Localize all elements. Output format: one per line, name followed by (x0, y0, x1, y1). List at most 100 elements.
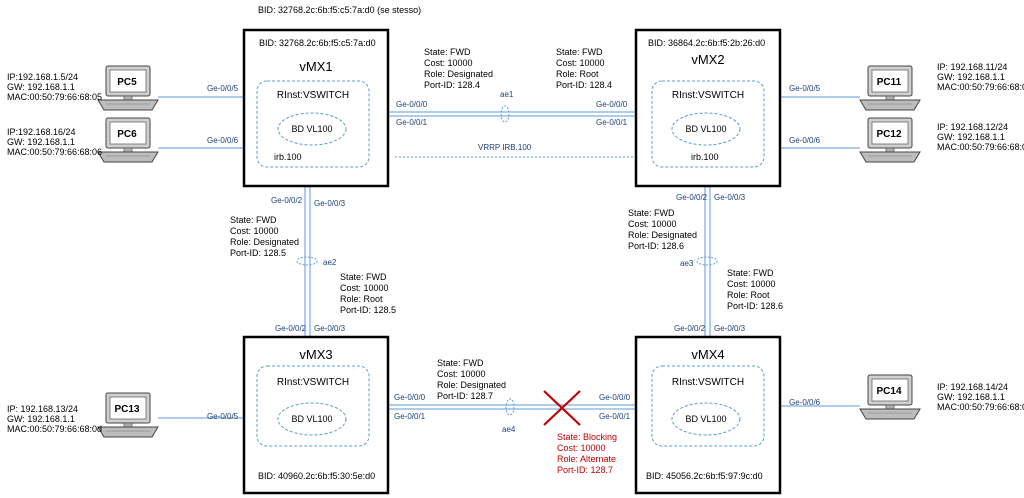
pc-name: PC5 (117, 77, 137, 88)
ae4-bundle (505, 398, 515, 416)
pc11: PC11 IP: 192.168.11/24 GW: 192.168.1.1 M… (859, 62, 1024, 111)
stp-line: Cost: 10000 (437, 369, 486, 379)
stp-line: State: FWD (230, 215, 277, 225)
stp-line: Port-ID: 128.4 (424, 80, 480, 90)
ae1-label: ae1 (500, 90, 514, 99)
port-label: Ge-0/0/3 (714, 193, 746, 202)
pc-name: PC12 (876, 129, 901, 140)
computer-icon (97, 392, 159, 438)
pc12: PC12 IP: 192.168.12/24 GW: 192.168.1.1 M… (859, 117, 1024, 163)
router-bid: BID: 32768.2c:6b:f5:c5:7a:d0 (259, 38, 376, 48)
pc-gw: GW: 192.168.1.1 (937, 392, 1005, 402)
blocked-port-icon (543, 390, 581, 426)
pc-ip: IP:192.168.16/24 (7, 127, 76, 137)
stp-line: State: FWD (556, 47, 603, 57)
port-label: Ge-0/0/5 (207, 84, 239, 93)
routing-instance-label: RInst:VSWITCH (672, 90, 744, 101)
router-vmx4: vMX4 RInst:VSWITCH BD VL100 BID: 45056.2… (634, 335, 782, 495)
irb-label: irb.100 (274, 152, 302, 162)
port-label: Ge-0/0/1 (396, 118, 428, 127)
pc5: PC5 IP:192.168.1.5/24 GW: 192.168.1.1 MA… (7, 65, 159, 111)
port-label: Ge-0/0/2 (271, 196, 303, 205)
computer-icon (97, 65, 159, 111)
pc-name: PC13 (114, 404, 139, 415)
stp-line: Cost: 10000 (340, 283, 389, 293)
port-label: Ge-0/0/6 (207, 136, 239, 145)
port-label: Ge-0/0/0 (596, 100, 628, 109)
port-label: Ge-0/0/5 (207, 412, 239, 421)
pc-ip: IP: 192.168.13/24 (7, 404, 78, 414)
stp-vmx2-ae3: State: FWD Cost: 10000 Role: Designated … (628, 208, 697, 251)
router-vmx1: BID: 32768.2c:6b:f5:c5:7a:d0 vMX1 RInst:… (242, 28, 390, 188)
pc-gw: GW: 192.168.1.1 (7, 414, 75, 424)
ae3-bundle (696, 256, 718, 266)
stp-line: Role: Root (727, 290, 770, 300)
bridge-domain-label: BD VL100 (291, 124, 332, 134)
port-label: Ge-0/0/0 (599, 393, 631, 402)
computer-icon (859, 117, 921, 163)
pc13: PC13 IP: 192.168.13/24 GW: 192.168.1.1 M… (7, 392, 159, 438)
port-label: Ge-0/0/1 (599, 412, 631, 421)
stp-line: Role: Designated (628, 230, 697, 240)
stp-vmx1-ae1: State: FWD Cost: 10000 Role: Designated … (424, 47, 493, 90)
pc-mac: MAC:00:50:79:66:68:0e (937, 402, 1024, 412)
stp-vmx4-ae4-blocked: State: Blocking Cost: 10000 Role: Altern… (557, 432, 617, 475)
port-label: Ge-0/0/3 (714, 324, 746, 333)
pc-mac: MAC:00:50:79:66:68:05 (7, 92, 102, 102)
root-bid-label: BID: 32768.2c:6b:f5:c5:7a:d0 (se stesso) (258, 5, 421, 15)
port-label: Ge-0/0/3 (314, 324, 346, 333)
stp-line: Port-ID: 128.5 (230, 248, 286, 258)
stp-line: Cost: 10000 (556, 58, 605, 68)
stp-line: Role: Root (556, 69, 599, 79)
stp-line: Port-ID: 128.7 (557, 465, 613, 475)
router-bid: BID: 40960.2c:6b:f5:30:5e:d0 (258, 471, 375, 481)
router-name: vMX1 (299, 59, 332, 74)
router-vmx2: BID: 36864.2c:6b:f5:2b:26:d0 vMX2 RInst:… (634, 28, 782, 188)
port-label: Ge-0/0/6 (789, 136, 821, 145)
pc-name: PC14 (876, 386, 901, 397)
ae2-label: ae2 (323, 258, 337, 267)
port-label: Ge-0/0/1 (394, 412, 426, 421)
links (158, 96, 860, 419)
port-label: Ge-0/0/2 (275, 324, 307, 333)
irb-label: irb.100 (691, 152, 719, 162)
port-labels: Ge-0/0/5 Ge-0/0/6 Ge-0/0/5 Ge-0/0/6 Ge-0… (207, 84, 821, 421)
stp-line: Port-ID: 128.7 (437, 391, 493, 401)
router-vmx3: vMX3 RInst:VSWITCH BD VL100 BID: 40960.2… (242, 335, 390, 495)
pc-mac: MAC:00:50:79:66:68:06 (7, 147, 102, 157)
stp-line: Role: Designated (230, 237, 299, 247)
stp-line: Role: Designated (424, 69, 493, 79)
stp-vmx4-ae3: State: FWD Cost: 10000 Role: Root Port-I… (727, 268, 783, 311)
port-label: Ge-0/0/0 (396, 100, 428, 109)
pc-gw: GW: 192.168.1.1 (937, 132, 1005, 142)
bridge-domain-label: BD VL100 (685, 414, 726, 424)
pc-mac: MAC:00:50:79:66:68:0c (937, 142, 1024, 152)
computer-icon (859, 65, 921, 111)
port-label: Ge-0/0/2 (676, 193, 708, 202)
ae2-bundle (296, 256, 318, 266)
routing-instance-label: RInst:VSWITCH (277, 377, 349, 388)
ae1-bundle (500, 105, 510, 123)
stp-line: Role: Root (340, 294, 383, 304)
bridge-domain-label: BD VL100 (291, 414, 332, 424)
port-label: Ge-0/0/1 (596, 118, 628, 127)
stp-vmx3-ae2: State: FWD Cost: 10000 Role: Root Port-I… (340, 272, 396, 315)
stp-line: State: FWD (340, 272, 387, 282)
router-bid: BID: 36864.2c:6b:f5:2b:26:d0 (648, 38, 765, 48)
port-label: Ge-0/0/5 (789, 84, 821, 93)
stp-line: Cost: 10000 (230, 226, 279, 236)
stp-line: Cost: 10000 (727, 279, 776, 289)
pc-gw: GW: 192.168.1.1 (7, 137, 75, 147)
ae4-label: ae4 (502, 425, 516, 434)
bridge-domain-label: BD VL100 (685, 124, 726, 134)
pc-name: PC6 (117, 129, 137, 140)
stp-line: Role: Alternate (557, 454, 616, 464)
routing-instance-label: RInst:VSWITCH (277, 90, 349, 101)
ae3-label: ae3 (680, 259, 694, 268)
stp-line: Port-ID: 128.5 (340, 305, 396, 315)
port-label: Ge-0/0/0 (394, 393, 426, 402)
stp-vmx1-ae2: State: FWD Cost: 10000 Role: Designated … (230, 215, 299, 258)
stp-line: State: FWD (628, 208, 675, 218)
port-label: Ge-0/0/2 (674, 324, 706, 333)
